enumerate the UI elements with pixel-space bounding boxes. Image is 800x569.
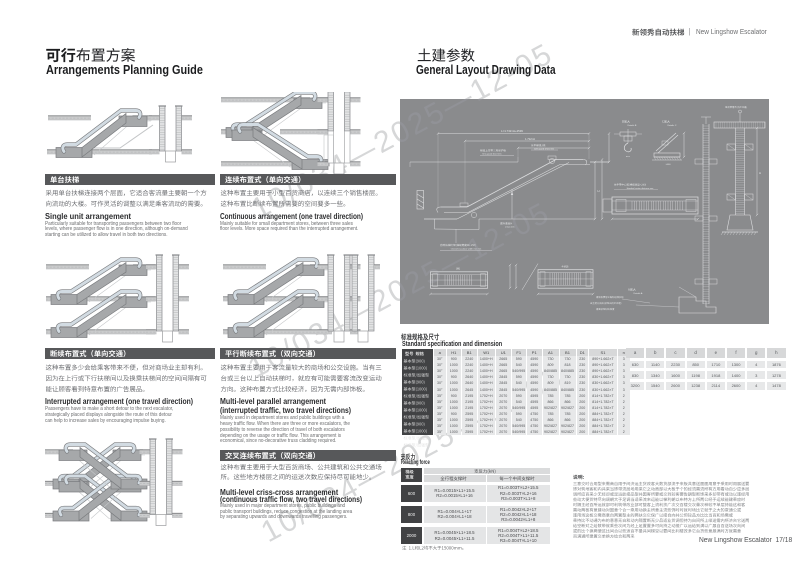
svg-text:with guard (min) mm: with guard (min) mm bbox=[534, 147, 554, 150]
svg-text:(rise) mm: (rise) mm bbox=[505, 226, 514, 229]
svg-text:Details A: Details A bbox=[634, 292, 643, 295]
svg-text:H: H bbox=[759, 171, 761, 175]
svg-text:1.732×H: 1.732×H bbox=[525, 137, 535, 141]
svg-text:H: H bbox=[597, 189, 599, 193]
svg-text:M12: M12 bbox=[626, 156, 631, 158]
svg-text:Details B: Details B bbox=[628, 124, 637, 127]
svg-text:Overall escalator width min mm: Overall escalator width min mm bbox=[451, 247, 482, 250]
svg-text:≈500: ≈500 bbox=[666, 163, 672, 166]
svg-text:L=1.732×H+2539: L=1.732×H+2539 bbox=[501, 129, 523, 133]
svg-text:first guard level min: first guard level min bbox=[483, 153, 503, 156]
svg-text:(W): (W) bbox=[456, 268, 460, 271]
svg-text:4-M16: 4-M16 bbox=[562, 265, 569, 268]
svg-text:Details C: Details C bbox=[668, 124, 677, 127]
svg-text:Handrail center distance mm: Handrail center distance mm bbox=[627, 187, 654, 190]
